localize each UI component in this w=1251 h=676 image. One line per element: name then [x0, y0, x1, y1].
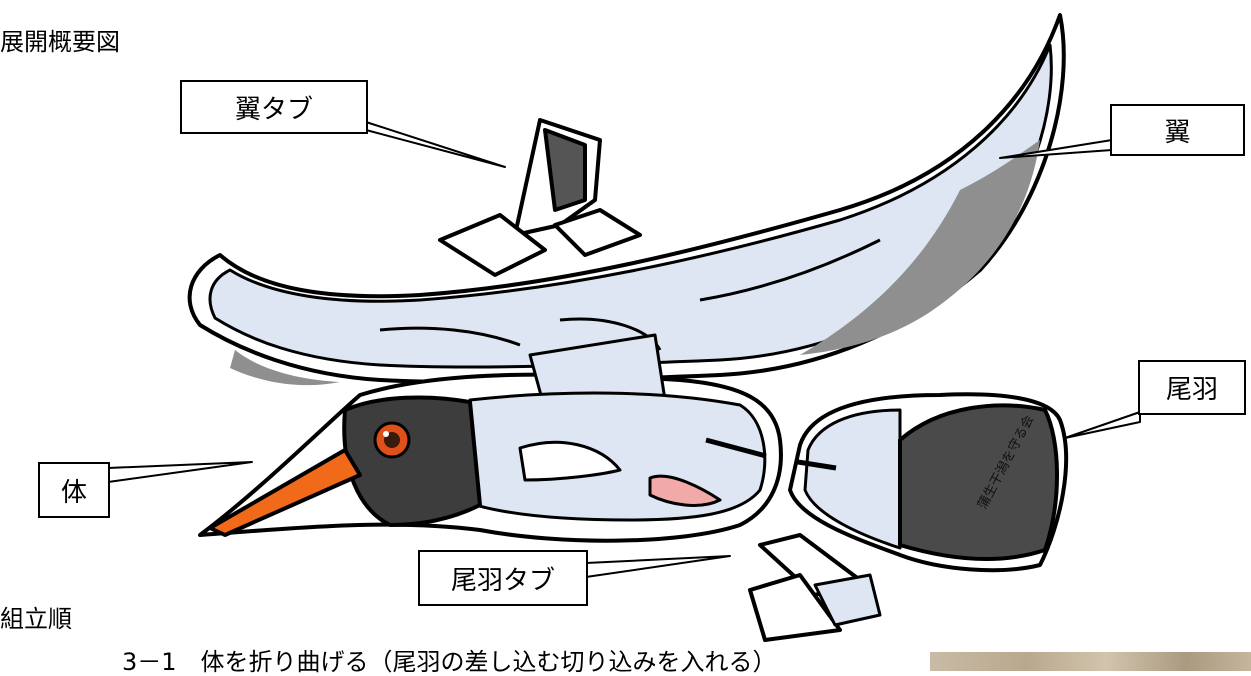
body-piece — [198, 333, 783, 543]
callout-tail: 尾羽 — [1138, 360, 1246, 415]
step-instruction: 3－1 体を折り曲げる（尾羽の差し込む切り込みを入れる） — [122, 648, 777, 676]
callout-wing: 翼 — [1110, 104, 1245, 156]
tail-piece — [788, 392, 1069, 573]
wing-piece — [187, 13, 1066, 386]
callout-body: 体 — [38, 462, 110, 518]
page-heading: 展開概要図 — [0, 28, 120, 56]
callout-tail-tab: 尾羽タブ — [418, 550, 588, 606]
tail-tab-piece — [748, 533, 882, 642]
section-title: 組立順 — [0, 605, 72, 633]
photo-thumbnail — [930, 652, 1251, 671]
callout-wing-tab: 翼タブ — [180, 80, 368, 134]
wing-tab-piece — [438, 118, 642, 277]
